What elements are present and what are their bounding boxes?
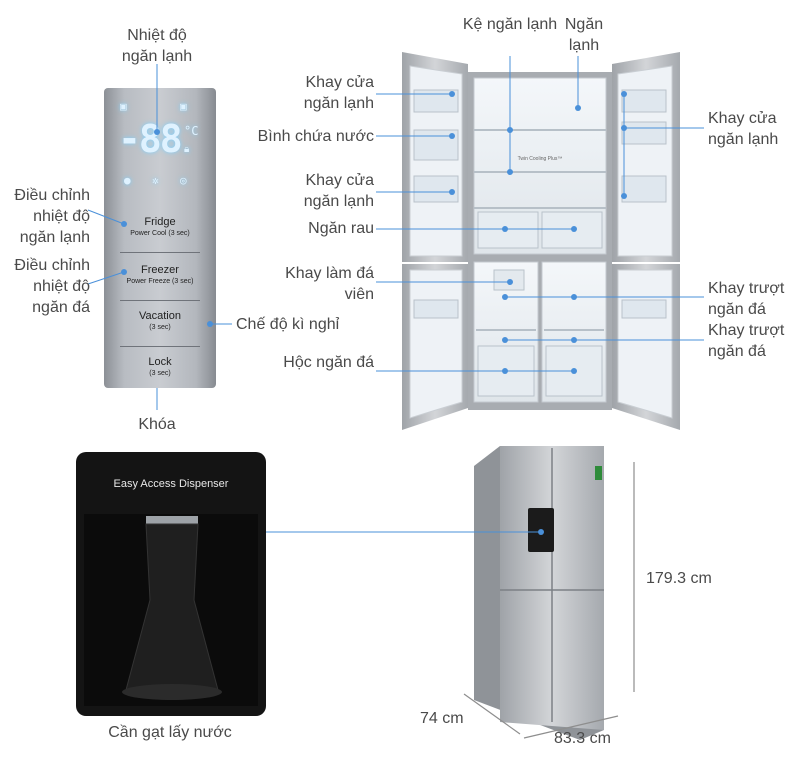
- label-fridge-shelf: Kệ ngăn lạnh: [462, 16, 558, 33]
- label-lock: Khóa: [138, 416, 176, 433]
- label-height: 179.3 cm: [646, 570, 712, 587]
- power-cool-icon: ✲: [152, 174, 159, 187]
- label-door-tray-left-1: Khay cửa ngăn lạnh: [303, 74, 374, 112]
- control-panel: ▣ ▣ -88 °C 🔒︎ ● ✲ ◎ Fridge Power Cool (3…: [104, 88, 216, 388]
- freezer-button-sub: Power Freeze (3 sec): [126, 278, 194, 285]
- freezer-icon: ▣: [180, 100, 187, 113]
- temperature-display: -88: [118, 117, 183, 161]
- lock-icon: 🔒︎: [184, 144, 190, 155]
- label-water-tank: Bình chứa nước: [257, 128, 374, 145]
- label-dispenser-lever: Cần gạt lấy nước: [108, 724, 232, 741]
- fridge-button[interactable]: Fridge Power Cool (3 sec): [118, 216, 202, 238]
- label-door-tray-left-2: Khay cửa ngăn lạnh: [303, 172, 374, 210]
- label-slide-tray-1: Khay trượt ngăn đá: [708, 280, 785, 318]
- label-fridge-compartment: Ngăn lạnh: [564, 16, 604, 54]
- label-adjust-freezer: Điều chỉnh nhiệt độ ngăn đá: [14, 257, 90, 316]
- freezer-button[interactable]: Freezer Power Freeze (3 sec): [118, 264, 202, 286]
- temperature-unit: °C: [184, 124, 199, 138]
- dimension-lines: [463, 462, 635, 739]
- dispenser-title: Easy Access Dispenser: [113, 478, 229, 490]
- fridge-button-sub: Power Cool (3 sec): [130, 230, 190, 237]
- label-depth: 74 cm: [420, 710, 464, 727]
- twin-cooling-text: Twin Cooling Plus™: [518, 156, 563, 162]
- label-vacation-mode: Chế độ kì nghỉ: [236, 316, 340, 333]
- label-freezer-box: Hộc ngăn đá: [283, 354, 374, 371]
- water-drop-icon: ●: [124, 174, 131, 187]
- lock-button-label: Lock: [148, 356, 172, 368]
- fridge-icon: ▣: [120, 100, 127, 113]
- label-ice-tray: Khay làm đá viên: [285, 265, 374, 303]
- label-width: 83.3 cm: [554, 730, 611, 747]
- vacation-button-label: Vacation: [139, 310, 181, 322]
- lock-button[interactable]: Lock (3 sec): [118, 356, 202, 378]
- vacation-button-sub: (3 sec): [149, 324, 171, 331]
- freezer-button-label: Freezer: [141, 264, 179, 276]
- dispenser-closeup: [76, 452, 266, 716]
- label-adjust-fridge: Điều chỉnh nhiệt độ ngăn lạnh: [14, 187, 90, 246]
- label-temp-fridge: Nhiệt độ ngăn lạnh: [121, 27, 193, 65]
- lock-button-sub: (3 sec): [149, 370, 171, 377]
- fridge-button-label: Fridge: [144, 216, 176, 228]
- vacation-icon: ◎: [180, 174, 187, 187]
- label-slide-tray-2: Khay trượt ngăn đá: [708, 322, 785, 360]
- label-vegetable-drawer: Ngăn rau: [308, 220, 374, 237]
- label-door-tray-right: Khay cửa ngăn lạnh: [708, 110, 779, 148]
- vacation-button[interactable]: Vacation (3 sec): [118, 310, 202, 332]
